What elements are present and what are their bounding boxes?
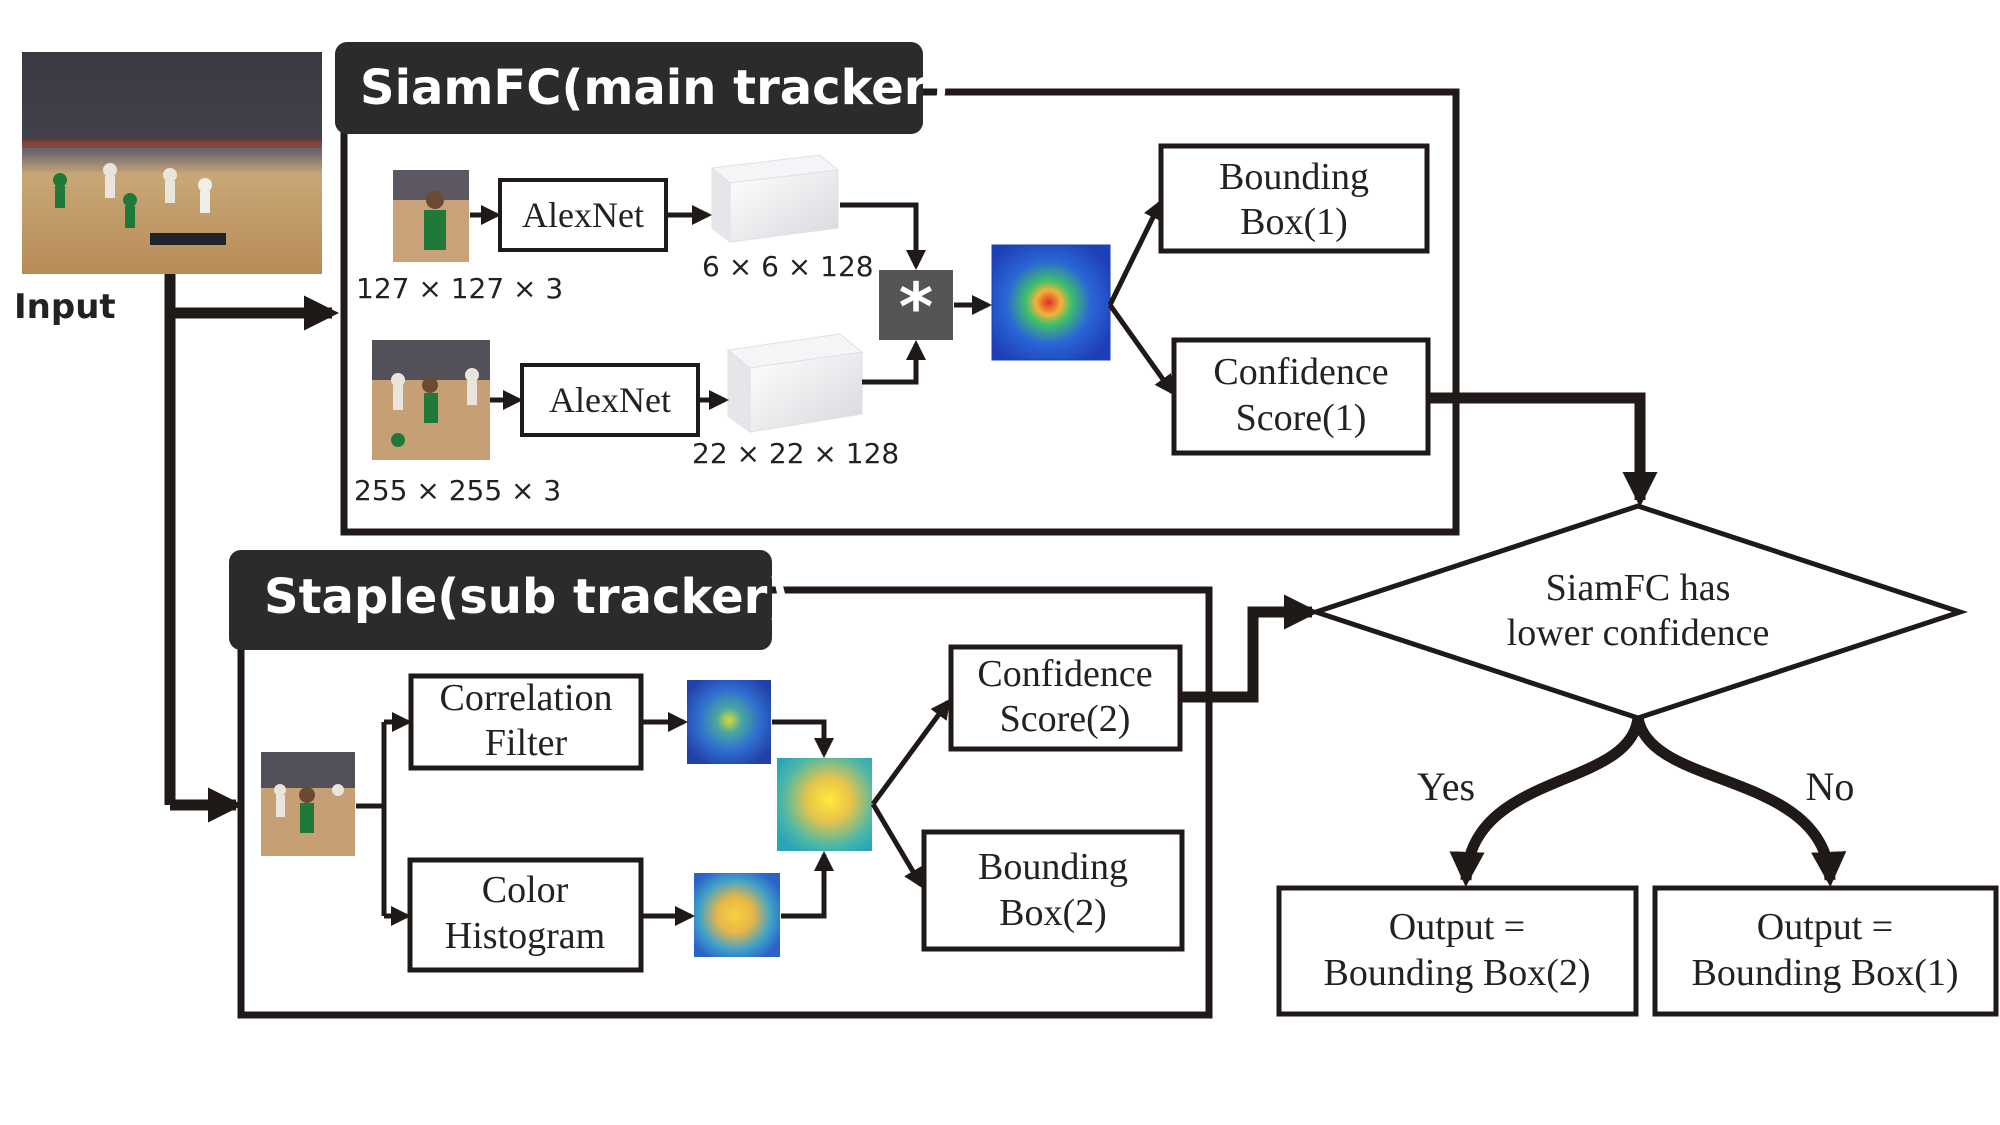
input-label: Input	[14, 287, 116, 327]
color-histogram-line2: Histogram	[445, 915, 605, 957]
color-histogram-line1: Color	[482, 869, 569, 911]
correlation-filter-box	[408, 673, 644, 771]
output-yes-box	[1276, 885, 1639, 1017]
exemplar-size-label: 127 × 127 × 3	[356, 272, 563, 305]
siamfc-title: SiamFC(main tracker)	[360, 60, 949, 116]
decision-no-label: No	[1806, 764, 1855, 809]
search-size-label: 255 × 255 × 3	[354, 474, 561, 507]
feature-cube-top	[710, 154, 840, 244]
staple-bbox-box	[921, 829, 1185, 952]
decision-yes-label: Yes	[1417, 764, 1475, 809]
output-no-line2: Bounding Box(1)	[1691, 952, 1958, 994]
output-yes-line1: Output =	[1389, 906, 1526, 948]
exemplar-patch-image	[393, 170, 469, 262]
siamfc-confidence-line2: Score(1)	[1236, 397, 1367, 439]
staple-title-badge	[229, 550, 772, 650]
staple-bbox-line1: Bounding	[978, 846, 1128, 888]
siamfc-bbox-line2: Box(1)	[1240, 201, 1348, 243]
alexnet-bottom-box	[520, 363, 700, 437]
staple-patch-image	[261, 752, 355, 856]
decision-input-arrows	[1182, 392, 1658, 703]
staple-confidence-box	[948, 644, 1183, 752]
alexnet-top-label: AlexNet	[522, 195, 644, 235]
input-routing-arrows	[164, 274, 340, 823]
input-frame-image	[22, 52, 322, 274]
fused-response-map	[777, 758, 872, 851]
siamfc-confidence-line1: Confidence	[1213, 351, 1388, 393]
output-no-box	[1652, 885, 1999, 1017]
siamfc-bbox-line1: Bounding	[1219, 156, 1369, 198]
cf-response-map	[687, 680, 771, 764]
siamfc-response-map	[991, 244, 1111, 361]
feature-cube-bottom	[726, 333, 864, 433]
correlation-filter-line1: Correlation	[439, 677, 612, 719]
feature-top-size-label: 6 × 6 × 128	[702, 250, 874, 283]
siamfc-arrows	[470, 199, 1175, 410]
alexnet-top-box	[498, 178, 668, 252]
staple-confidence-line1: Confidence	[977, 653, 1152, 695]
search-patch-image	[372, 340, 490, 460]
output-no-line1: Output =	[1757, 906, 1894, 948]
staple-bbox-line2: Box(2)	[999, 892, 1107, 934]
decision-line1: SiamFC has	[1546, 567, 1731, 609]
decision-output-arrows	[1449, 716, 1847, 888]
correlation-operator	[879, 270, 953, 340]
staple-confidence-line2: Score(2)	[1000, 698, 1131, 740]
siamfc-bbox-box	[1158, 143, 1430, 254]
alexnet-bottom-label: AlexNet	[549, 380, 671, 420]
correlation-symbol: *	[899, 269, 934, 346]
staple-title: Staple(sub tracker)	[264, 569, 789, 625]
color-histogram-box	[407, 857, 644, 973]
siamfc-title-badge	[335, 42, 923, 134]
ch-response-map	[694, 873, 780, 957]
decision-line2: lower confidence	[1507, 612, 1770, 654]
correlation-filter-line2: Filter	[485, 722, 568, 764]
feature-bottom-size-label: 22 × 22 × 128	[692, 437, 899, 470]
staple-arrows	[356, 698, 951, 926]
siamfc-confidence-box	[1171, 337, 1431, 456]
output-yes-line2: Bounding Box(2)	[1323, 952, 1590, 994]
